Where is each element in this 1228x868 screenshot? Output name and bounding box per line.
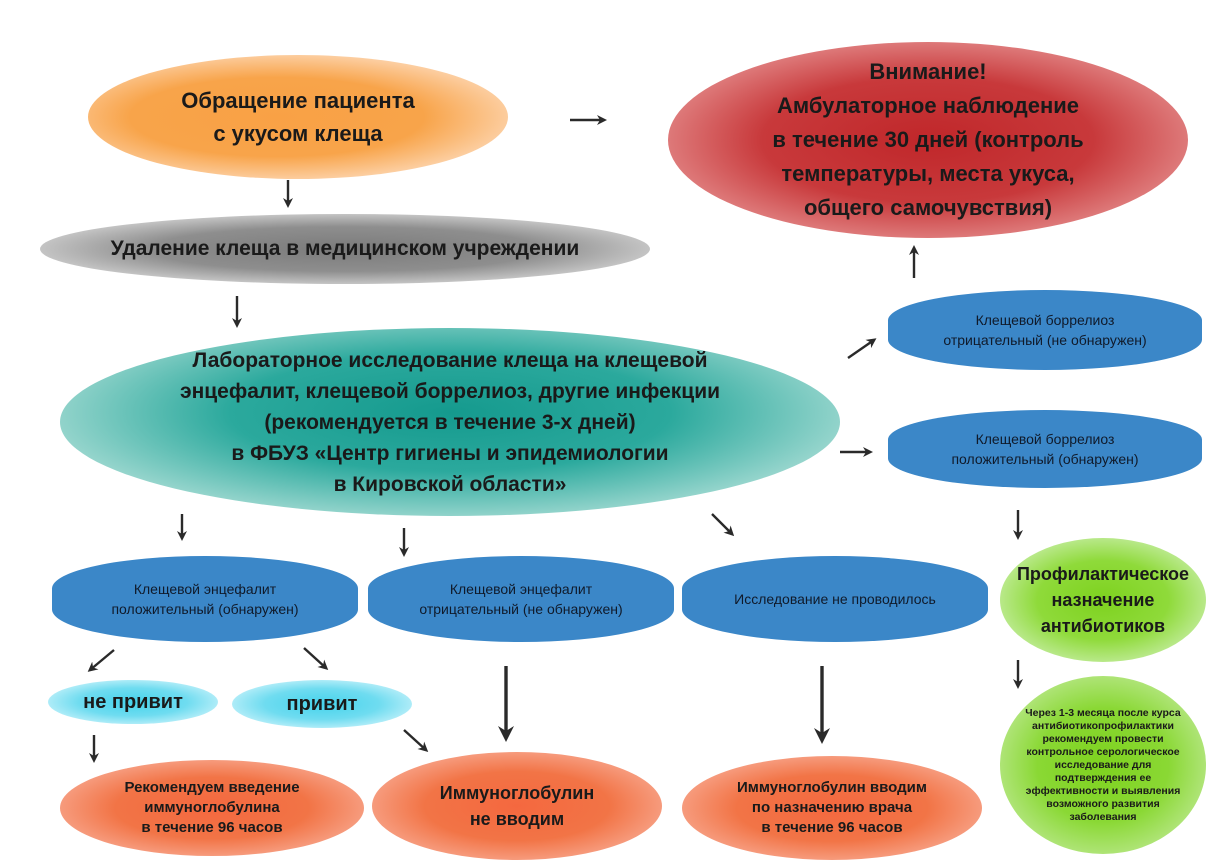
node-serology-control: Через 1-3 месяца после курса антибиотико… [1000, 676, 1206, 854]
borreliosis-positive-label: Клещевой боррелиоз положительный (обнару… [951, 431, 1139, 467]
not-performed-label: Исследование не проводилось [734, 591, 936, 607]
borreliosis-negative-label: Клещевой боррелиоз отрицательный (не обн… [943, 312, 1147, 348]
node-encephalitis-positive: Клещевой энцефалит положительный (обнару… [52, 556, 358, 642]
node-borreliosis-positive: Клещевой боррелиоз положительный (обнару… [888, 410, 1202, 488]
encephalitis-positive-label: Клещевой энцефалит положительный (обнару… [111, 581, 299, 617]
node-borreliosis-negative: Клещевой боррелиоз отрицательный (не обн… [888, 290, 1202, 370]
arrow-lab-to-not-performed [711, 513, 735, 537]
node-no-immunoglobulin: Иммуноглобулин не вводим [372, 752, 662, 860]
node-recommend-immunoglobulin: Рекомендуем введение иммуноглобулина в т… [60, 760, 364, 856]
attention-body: Амбулаторное наблюдение в течение 30 дне… [772, 93, 1084, 220]
node-immunoglobulin-by-doctor: Иммуноглобулин вводим по назначению врач… [682, 756, 982, 860]
arrow-encpos-to-notvac [87, 649, 115, 672]
node-antibiotic-prophylaxis: Профилактическое назначение антибиотиков [1000, 538, 1206, 662]
node-attention: Внимание! Амбулаторное наблюдение в тече… [668, 42, 1188, 238]
node-vaccinated: привит [232, 680, 412, 728]
arrow-lab-to-bneg [847, 338, 877, 359]
node-not-vaccinated: не привит [48, 680, 218, 724]
encephalitis-negative-label: Клещевой энцефалит отрицательный (не обн… [419, 581, 623, 617]
node-not-performed: Исследование не проводилось [682, 556, 988, 642]
node-lab-test: Лабораторное исследование клеща на клеще… [60, 328, 840, 516]
node-tick-removal: Удаление клеща в медицинском учреждении [40, 214, 650, 284]
node-encephalitis-negative: Клещевой энцефалит отрицательный (не обн… [368, 556, 674, 642]
arrow-vac-to-no-ig [403, 729, 429, 753]
node-patient-visit: Обращение пациента с укусом клеща [88, 55, 508, 179]
attention-title: Внимание! [869, 59, 987, 84]
arrow-encpos-to-vac [303, 647, 329, 671]
